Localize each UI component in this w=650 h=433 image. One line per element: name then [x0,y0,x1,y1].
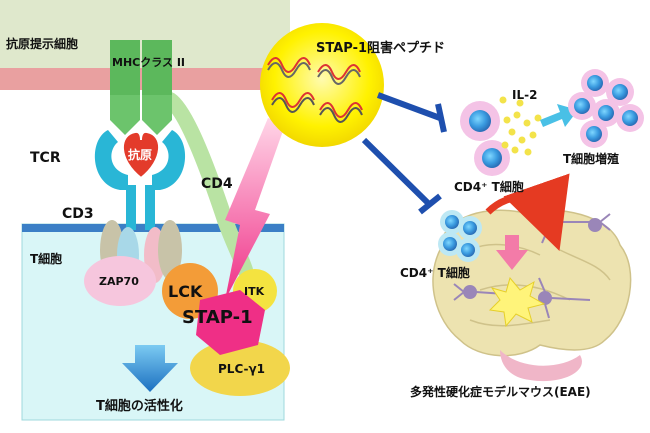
tcr-label: TCR [30,150,61,166]
peptide-label: STAP-1阻害ペプチド [316,41,446,56]
mhc-left-tip [110,95,140,135]
cd4-label: CD4 [201,176,233,192]
proliferation-arrow [540,104,578,127]
stap1-label: STAP-1 [182,307,253,328]
damage-burst [488,276,546,328]
tcr-alpha [94,130,128,190]
inhibit-line-1 [376,92,442,121]
stap1-shape [196,290,265,355]
peptide-waves [267,57,363,123]
brain-stem [500,350,582,382]
cd3-4 [158,220,182,280]
tcr-stalk-left [126,185,136,230]
lightning-bolt [225,118,285,300]
mhc-label: MHCクラス II [112,56,186,69]
inhibit-line-2 [361,137,433,208]
tcell-label: T細胞 [30,252,63,266]
tcr-stalk-right [145,185,155,230]
antigen-shape [121,130,161,180]
infiltration-arrow [496,235,528,270]
migration-arrow [485,173,570,252]
tcr-beta [152,130,186,190]
peptide-circle [260,23,384,147]
il2-dots [499,96,542,156]
mhc-left [110,40,140,100]
cd4-tcell-top-label: CD4⁺ T細胞 [454,180,524,194]
activation-arrow [122,345,178,392]
proliferated-cells [568,69,644,148]
plc-label: PLC-γ1 [218,362,266,376]
apc-label: 抗原提示細胞 [6,37,79,51]
inhibit-bar-1 [435,103,447,133]
plc-shape [190,340,290,396]
il2-label: IL-2 [512,88,538,102]
itk-label: ITK [244,285,265,298]
proliferation-label: T細胞増殖 [563,152,620,166]
zap70-label: ZAP70 [99,275,139,288]
cd4-tcell-brain-label: CD4⁺ T細胞 [400,266,470,280]
cd3-label: CD3 [62,206,94,222]
eae-label: 多発性硬化症モデルマウス(EAE) [410,385,591,399]
brain-tcells [438,210,482,262]
lck-label: LCK [168,282,203,301]
inhibit-bar-2 [418,193,442,215]
mhc-right-tip [142,95,172,135]
activation-label: T細胞の活性化 [96,399,183,414]
antigen-label: 抗原 [128,148,153,162]
zap70-shape [84,256,156,306]
mhc-right [142,40,172,100]
